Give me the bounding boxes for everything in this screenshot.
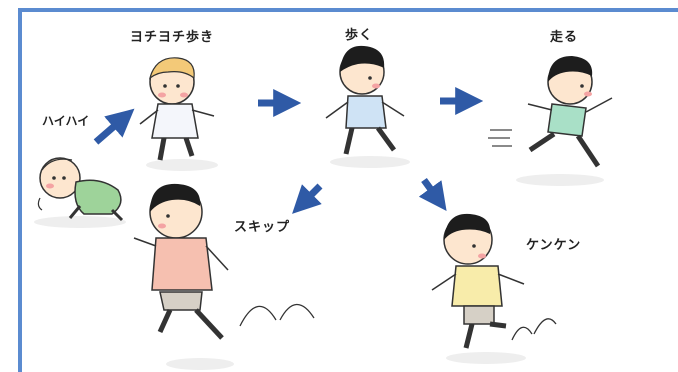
walking-child-figure: [325, 45, 410, 168]
arrow-walk-to-skip: [292, 183, 323, 214]
arrow-walk-to-hop: [418, 177, 447, 212]
label-skip: スキップ: [234, 220, 291, 235]
arrow-crawl-to-toddle: [93, 108, 135, 145]
hopping-child-figure: [431, 213, 557, 364]
toddler-figure: [139, 57, 218, 171]
crawling-baby-figure: [34, 157, 126, 228]
label-hashiru: 走る: [550, 30, 579, 45]
label-aruku: 歩く: [345, 28, 374, 43]
label-haihai: ハイハイ: [42, 114, 90, 128]
label-kenken: ケンケン: [526, 238, 582, 253]
running-child-figure: [488, 56, 613, 186]
frame-border-left: [18, 8, 22, 372]
frame-border-top: [18, 8, 678, 12]
skipping-child-figure: [133, 183, 315, 370]
label-yochiyochi: ヨチヨチ歩き: [130, 30, 215, 45]
